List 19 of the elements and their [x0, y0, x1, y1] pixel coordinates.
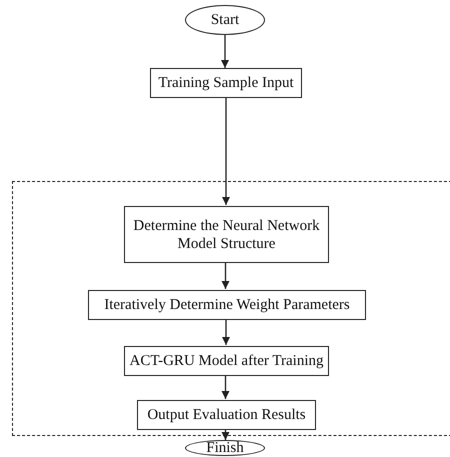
- node-label: Determine the Neural Network Model Structure: [132, 216, 321, 252]
- process-box: [124, 206, 329, 263]
- arrow: [222, 319, 230, 345]
- node-label: Output Evaluation Results: [147, 406, 306, 424]
- arrow: [222, 429, 230, 440]
- arrow: [221, 35, 229, 68]
- arrow: [222, 98, 230, 205]
- dashed-boundary: [12, 181, 450, 436]
- node-label: Start: [210, 11, 240, 29]
- process-box: [88, 290, 366, 320]
- process-box: [150, 68, 302, 98]
- process-box: [124, 346, 329, 376]
- node-label: ACT-GRU Model after Training: [129, 352, 324, 370]
- node-label: Training Sample Input: [158, 74, 294, 92]
- arrow: [222, 262, 230, 289]
- process-box: [137, 400, 316, 430]
- node-label: Iteratively Determine Weight Parameters: [104, 296, 350, 314]
- node-label: Finish: [206, 439, 244, 457]
- arrow: [222, 375, 230, 399]
